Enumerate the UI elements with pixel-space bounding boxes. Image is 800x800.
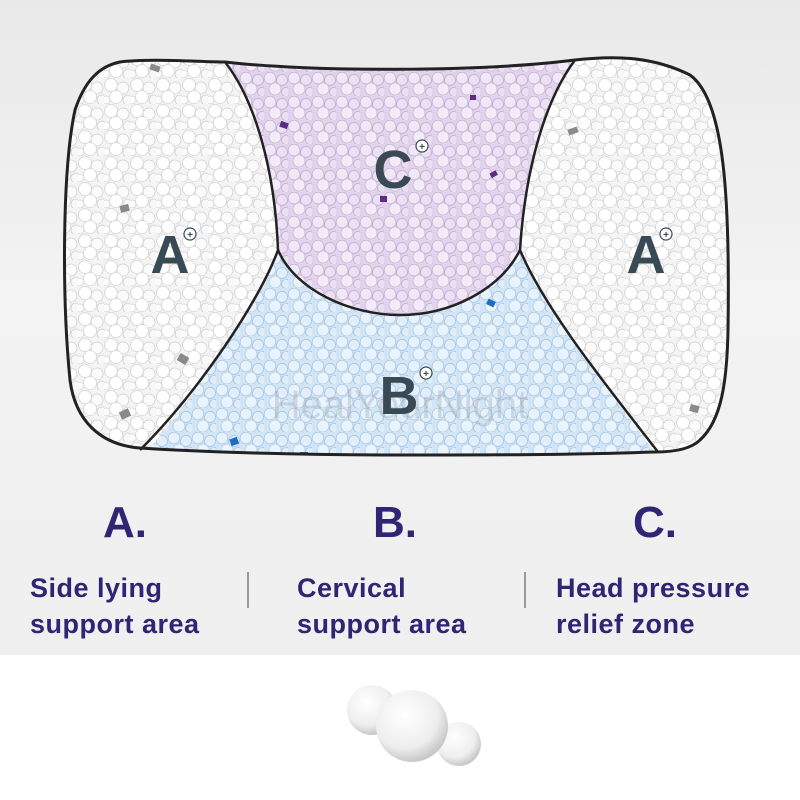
zone-label-a-left: A + [151,225,197,285]
zone-legend: A. Side lying support area B. Cervical s… [0,498,800,648]
foam-beads-illustration [340,680,490,780]
legend-desc-c-line2: relief zone [556,609,696,639]
zone-c [225,57,575,315]
svg-text:+: + [663,230,669,241]
legend-desc-a-line2: support area [30,609,200,639]
zone-label-a-right: A + [627,225,673,285]
legend-divider-2 [524,572,526,608]
svg-text:+: + [423,369,429,380]
legend-desc-a-line1: Side lying [30,573,163,603]
legend-desc-c-line1: Head pressure [556,573,751,603]
zone-a-right [520,57,729,456]
legend-item-a: A. Side lying support area [0,498,250,648]
legend-letter-b: B. [373,498,417,547]
legend-desc-b-line1: Cervical [297,573,407,603]
svg-text:C: C [374,140,413,200]
svg-text:B: B [380,366,419,426]
legend-letter-c: C. [633,498,677,547]
pillow-diagram: HealYourNight A + C + A + B + [63,56,730,457]
legend-desc-b: Cervical support area [297,570,527,642]
svg-text:+: + [419,142,425,153]
legend-item-c: C. Head pressure relief zone [530,498,780,648]
watermark-text: HealYourNight [272,383,528,427]
legend-desc-c: Head pressure relief zone [556,570,786,642]
legend-item-b: B. Cervical support area [270,498,520,648]
zone-label-c: C + [374,139,429,200]
svg-text:+: + [187,230,193,241]
zone-label-b: B + [380,366,433,426]
svg-text:A: A [151,225,190,285]
legend-divider-1 [247,572,249,608]
legend-letter-a: A. [103,498,147,547]
legend-desc-a: Side lying support area [30,570,260,642]
svg-text:A: A [627,225,666,285]
zone-b [140,250,660,456]
legend-desc-b-line2: support area [297,609,467,639]
